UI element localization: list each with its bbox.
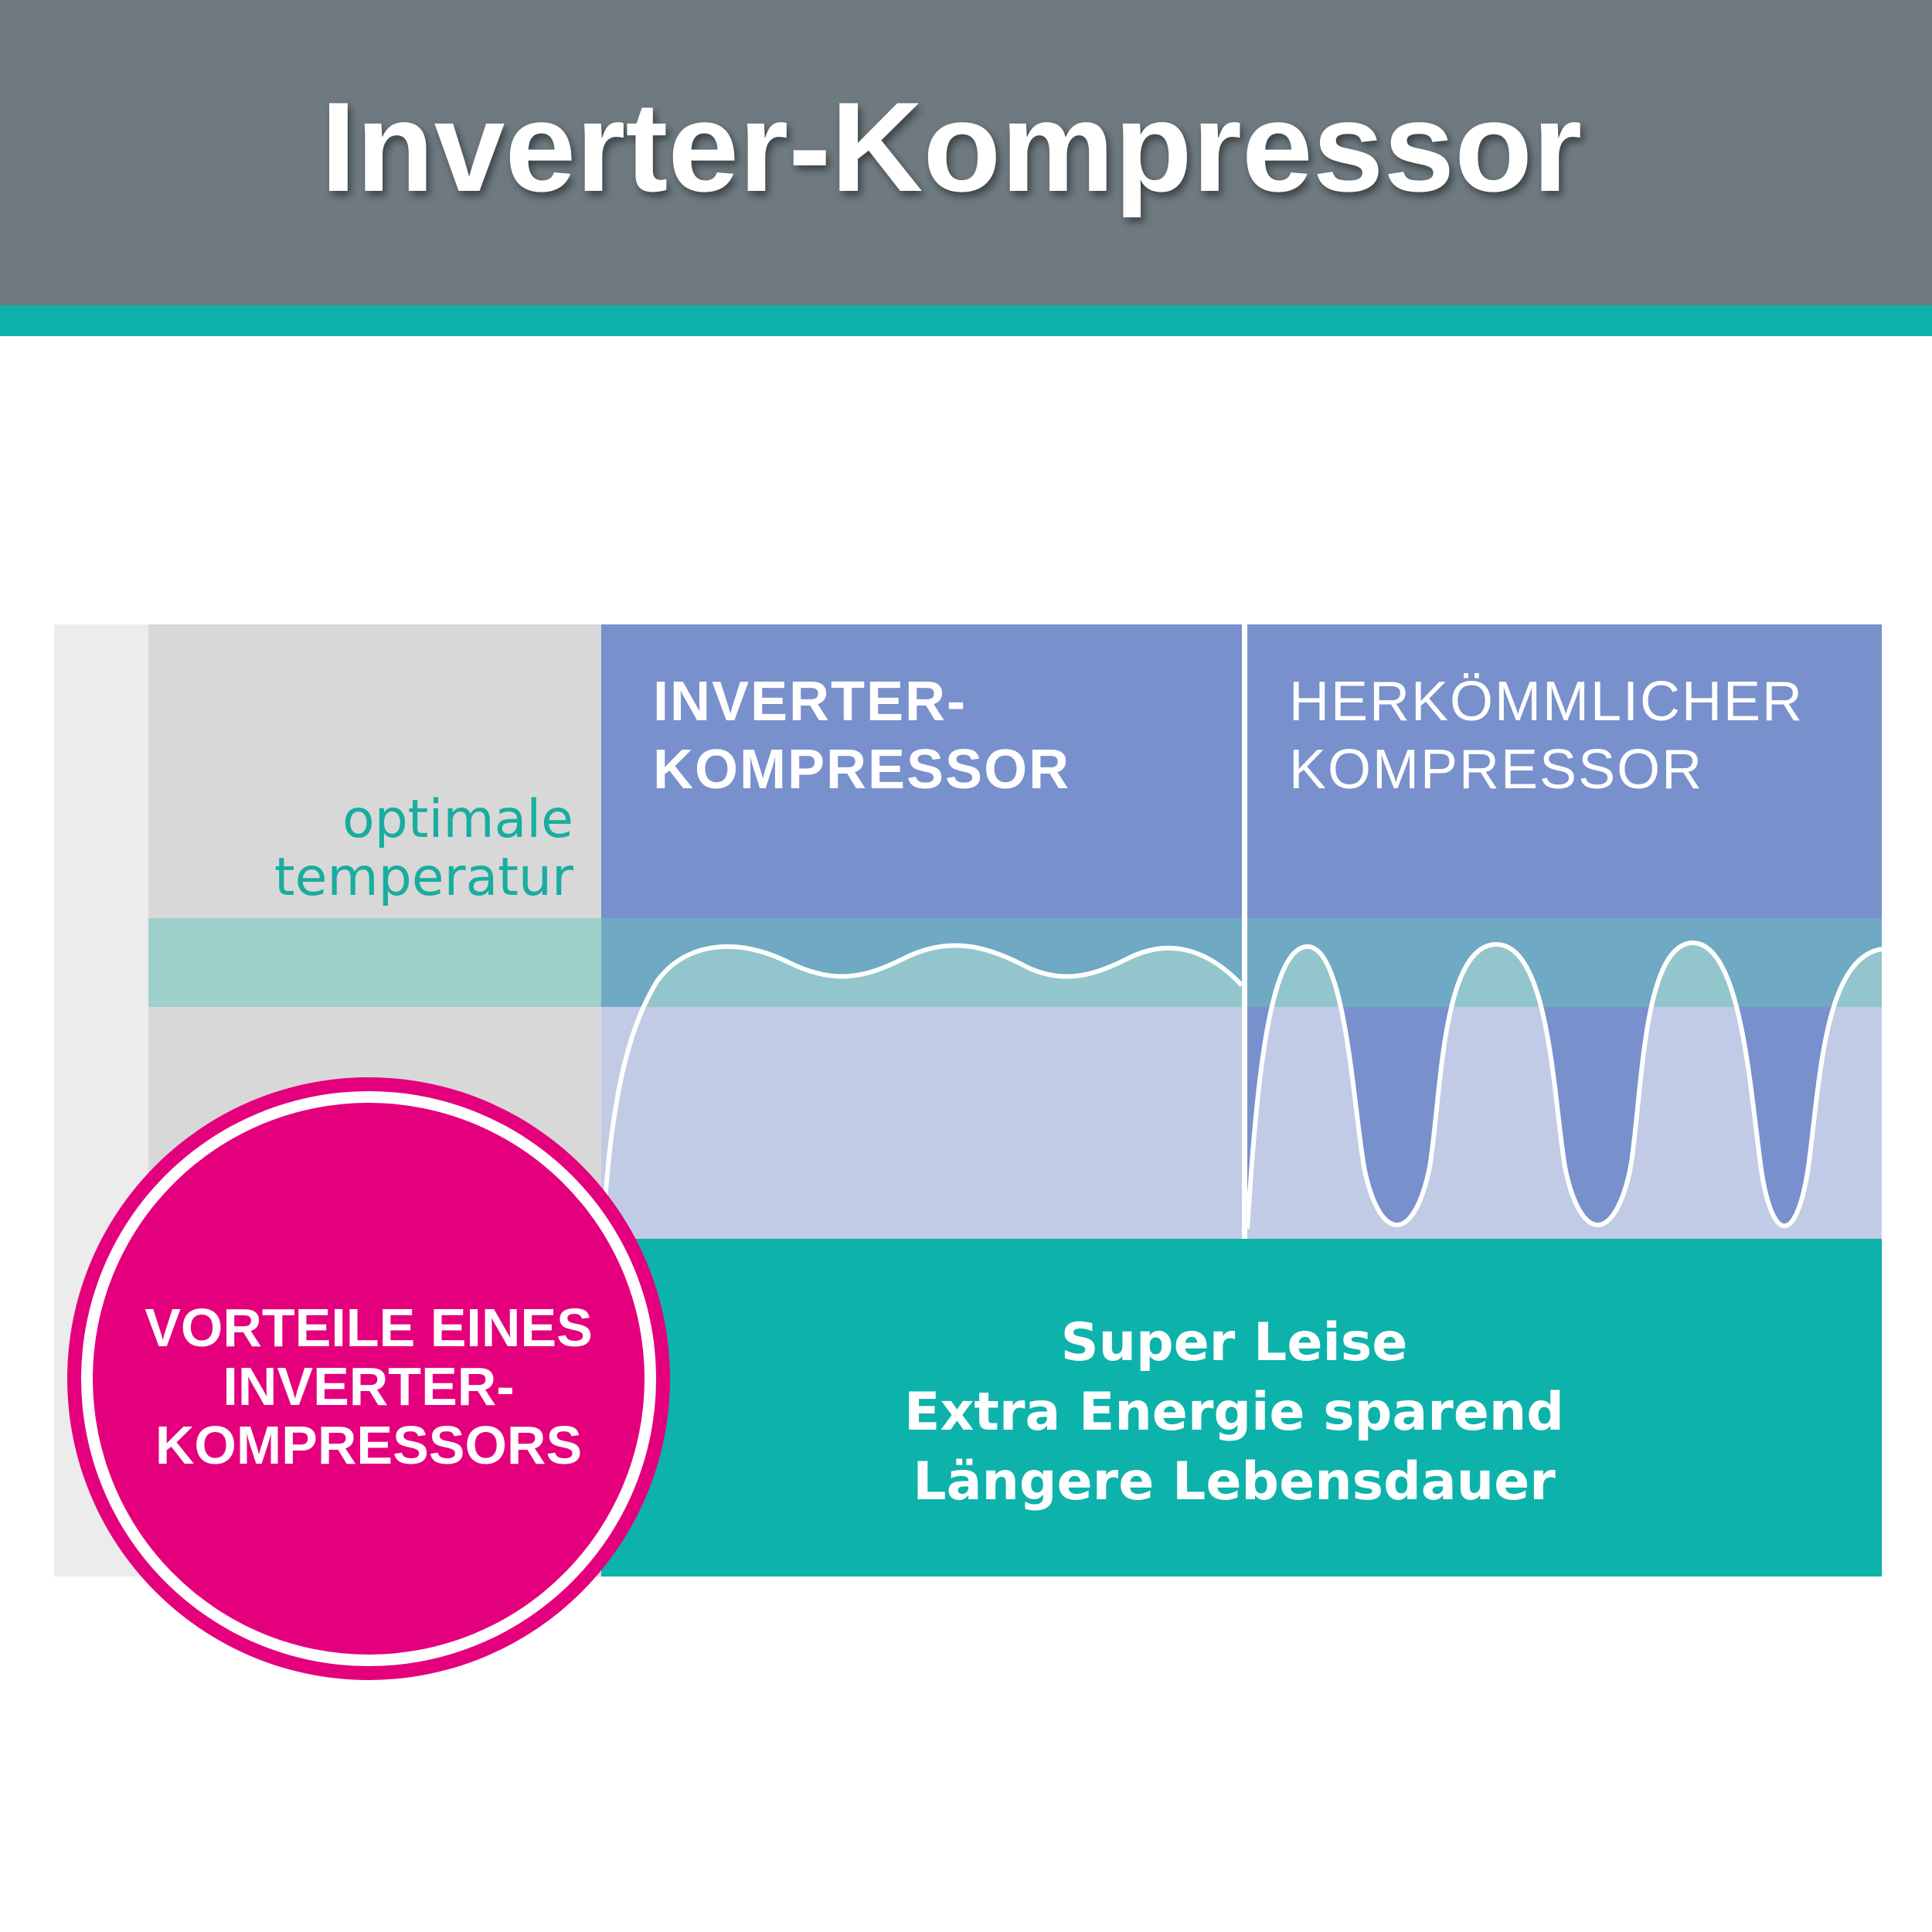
optimal-temperature-label-line1: optimale [342, 789, 573, 850]
panel-divider [1242, 624, 1247, 1239]
conventional-panel: HERKÖMMLICHER KOMPRESSOR [1245, 624, 1883, 1239]
badge-line3: KOMPRESSORS [155, 1415, 582, 1475]
header-bar [0, 0, 1932, 305]
conventional-curve [1245, 940, 1883, 1230]
inverter-band-over-light [643, 945, 1242, 1007]
benefit-item-1: Super Leise [1061, 1312, 1408, 1373]
inverter-title-line2: KOMPRESSOR [653, 739, 1070, 801]
conventional-title-line1: HERKÖMMLICHER [1289, 671, 1804, 733]
benefits-badge: VORTEILE EINES INVERTER- KOMPRESSORS [67, 1077, 670, 1680]
conventional-title-line2: KOMPRESSOR [1289, 739, 1703, 801]
benefits-box [601, 1239, 1882, 1577]
badge-line2: INVERTER- [223, 1356, 514, 1417]
benefit-item-3: Längere Lebensdauer [913, 1451, 1556, 1512]
badge-line1: VORTEILE EINES [145, 1298, 593, 1358]
conventional-band-over-blue [1247, 918, 1882, 1007]
page-title: Inverter-Kompressor [321, 76, 1583, 218]
optimal-temperature-label-line2: temperatur [274, 847, 573, 908]
inverter-panel: INVERTER- KOMPRESSOR [600, 624, 1244, 1240]
inverter-lower-fill [601, 1007, 1242, 1239]
benefit-item-2: Extra Energie sparend [904, 1382, 1564, 1443]
inverter-curve [600, 943, 1244, 1240]
inverter-title-line1: INVERTER- [653, 671, 967, 733]
optimal-band-label [148, 918, 601, 1007]
badge-disc [93, 1103, 645, 1655]
header-accent-stripe [0, 305, 1932, 336]
